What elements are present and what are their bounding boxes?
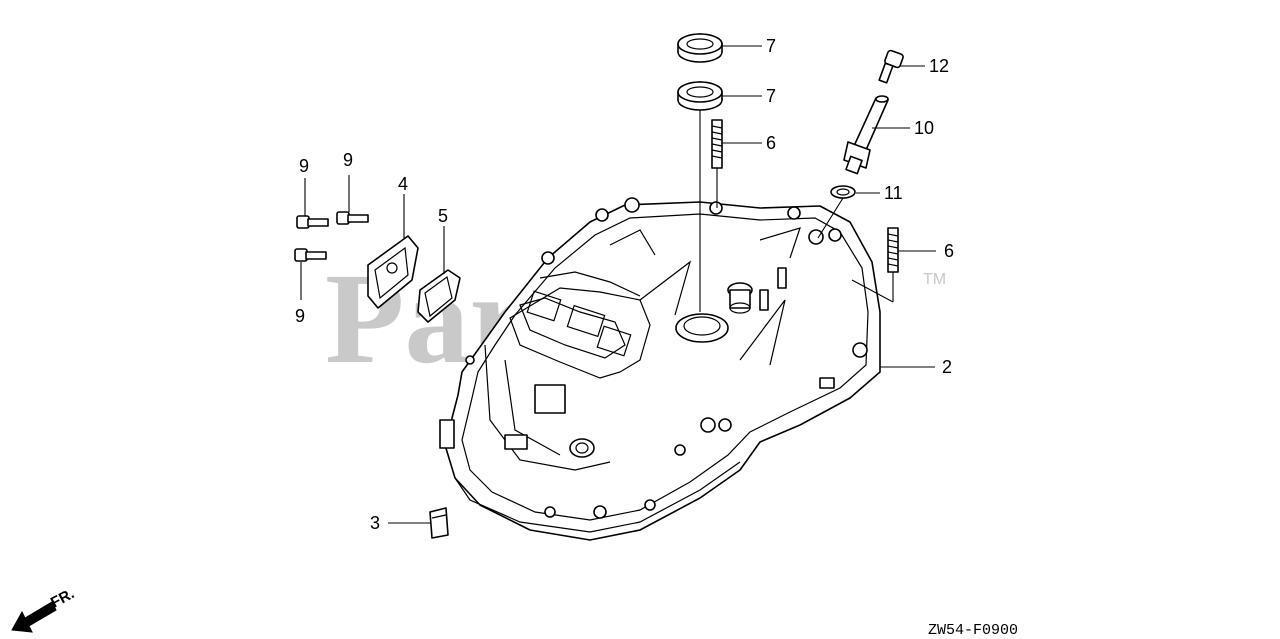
callout-5: 5 (438, 206, 448, 226)
bolt-part-9-left-upper[interactable] (296, 215, 329, 229)
callout-12: 12 (929, 56, 949, 76)
stud-bolt-part-6-right[interactable] (887, 227, 899, 273)
diagram-code: ZW54-F0900 (928, 622, 1018, 639)
leader-lines (300, 45, 936, 524)
front-direction-indicator: FR. (11, 585, 77, 633)
stud-bolt-part-6-center[interactable] (711, 119, 723, 169)
callout-9-left-upper: 9 (299, 156, 309, 176)
bolt-part-9-right[interactable] (336, 211, 369, 225)
callout-6-right: 6 (944, 241, 954, 261)
callout-7-lower: 7 (766, 86, 776, 106)
callout-11: 11 (884, 183, 903, 203)
joint-pipe-part-10[interactable] (843, 95, 889, 175)
callout-3: 3 (370, 513, 380, 533)
clip-part-3[interactable] (429, 507, 449, 539)
oil-seal-part-7-lower[interactable] (677, 81, 723, 111)
callout-2: 2 (942, 357, 952, 377)
bolt-part-12[interactable] (878, 49, 904, 84)
gasket-part-5[interactable] (417, 269, 461, 323)
callout-4: 4 (398, 174, 408, 194)
cover-plate-part-4[interactable] (367, 235, 419, 309)
callout-9-left-lower: 9 (295, 306, 305, 326)
front-direction-arrow-icon (11, 601, 57, 633)
callout-10: 10 (914, 118, 934, 138)
washer-part-11[interactable] (830, 185, 856, 199)
watermark-tm: TM (923, 271, 946, 288)
oil-seal-part-7-upper[interactable] (677, 33, 723, 63)
callout-9-right: 9 (343, 150, 353, 170)
callout-6-center: 6 (766, 133, 776, 153)
callout-labels: 7 7 6 12 10 11 6 2 4 5 9 9 9 3 (295, 36, 954, 533)
crankcase-part-2[interactable] (439, 197, 881, 541)
callout-7-upper: 7 (766, 36, 776, 56)
bolt-part-9-left-lower[interactable] (294, 248, 327, 262)
